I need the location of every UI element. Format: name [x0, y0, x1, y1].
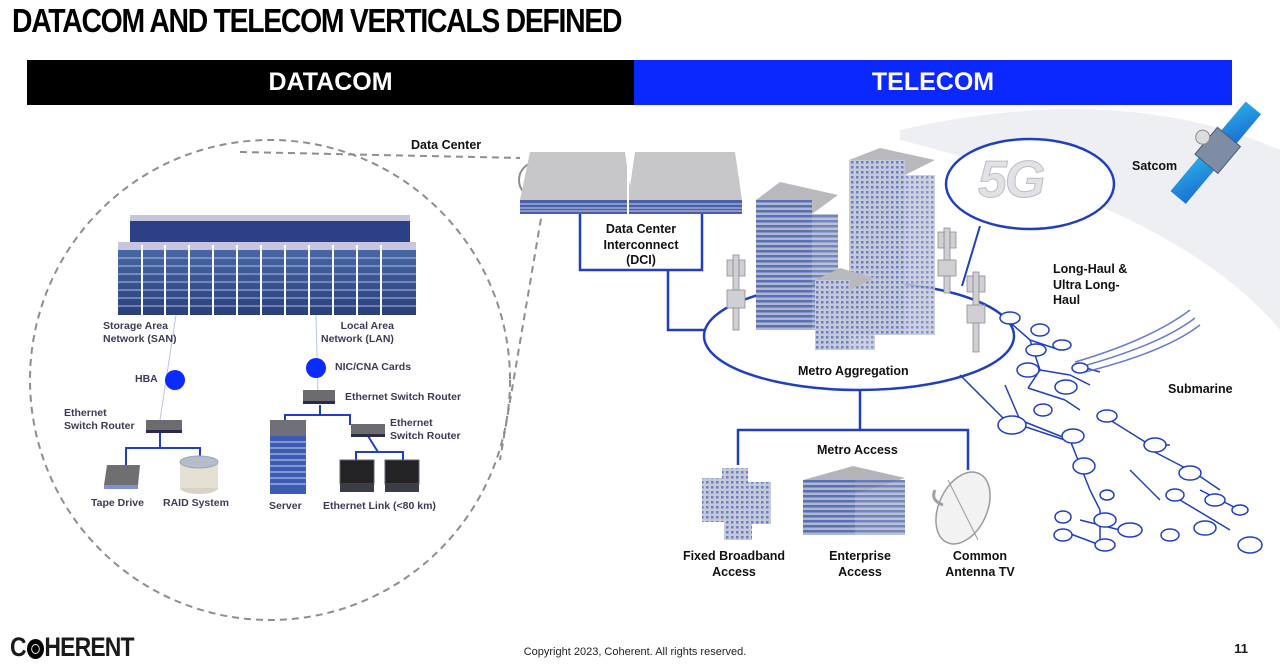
metro-aggregation-label: Metro Aggregation	[798, 364, 909, 378]
telecom-band: TELECOM	[634, 60, 1232, 105]
satcom-label: Satcom	[1132, 159, 1178, 173]
fixed-broadband-icon	[702, 468, 771, 540]
ethernet-switch-icon	[146, 420, 182, 433]
ethernet-link-label: Ethernet Link (<80 km)	[323, 500, 436, 512]
server-racks-icon	[118, 215, 416, 315]
telecom-band-label: TELECOM	[871, 68, 995, 96]
data-center-icon	[520, 152, 742, 214]
raid-system-icon	[179, 455, 219, 494]
nic-label: NIC/CNA Cards	[335, 361, 412, 373]
tape-drive-icon	[104, 465, 140, 489]
metro-access-label: Metro Access	[817, 443, 898, 457]
server-icon	[270, 420, 306, 494]
cell-tower-icon	[966, 271, 986, 353]
satellite-icon	[1170, 101, 1262, 204]
5g-bubble	[944, 137, 1116, 231]
page-number: 11	[1234, 641, 1248, 656]
metro-access-links	[736, 390, 970, 470]
long-haul-label: Long-Haul &Ultra Long-Haul	[1053, 262, 1128, 308]
laptop-icon	[339, 459, 375, 492]
cell-tower-icon	[937, 227, 957, 294]
hba-node-icon	[165, 370, 185, 390]
raid-system-label: RAID System	[163, 497, 229, 509]
buildings-icon	[756, 148, 935, 350]
datacom-band-label: DATACOM	[268, 68, 393, 96]
logo-globe-icon	[26, 638, 44, 659]
datacom-links	[125, 405, 404, 465]
hba-label: HBA	[135, 373, 158, 385]
nic-node-icon	[306, 358, 326, 378]
slide-title: DATACOM AND TELECOM VERTICALS DEFINED	[12, 2, 622, 39]
ethernet-switch-top-icon	[303, 390, 335, 404]
datacom-band: DATACOM	[27, 60, 634, 105]
long-haul-nodes	[997, 311, 1263, 554]
satellite-dish-icon	[932, 471, 991, 545]
dci-links	[578, 214, 706, 332]
5g-label: 5G	[977, 151, 1045, 210]
data-center-label: Data Center	[411, 138, 482, 152]
copyright-text: Copyright 2023, Coherent. All rights res…	[523, 646, 747, 658]
ethernet-switch-router-label: Ethernet Switch Router	[345, 391, 462, 403]
ethernet-switch-right-icon	[351, 424, 385, 437]
laptop-icon	[384, 459, 420, 492]
cell-tower-icon	[726, 254, 746, 331]
data-center-zoom-circle	[29, 139, 556, 621]
enterprise-building-icon	[803, 466, 905, 535]
tape-drive-label: Tape Drive	[91, 497, 144, 509]
submarine-label: Submarine	[1168, 382, 1233, 396]
server-label: Server	[269, 500, 302, 512]
